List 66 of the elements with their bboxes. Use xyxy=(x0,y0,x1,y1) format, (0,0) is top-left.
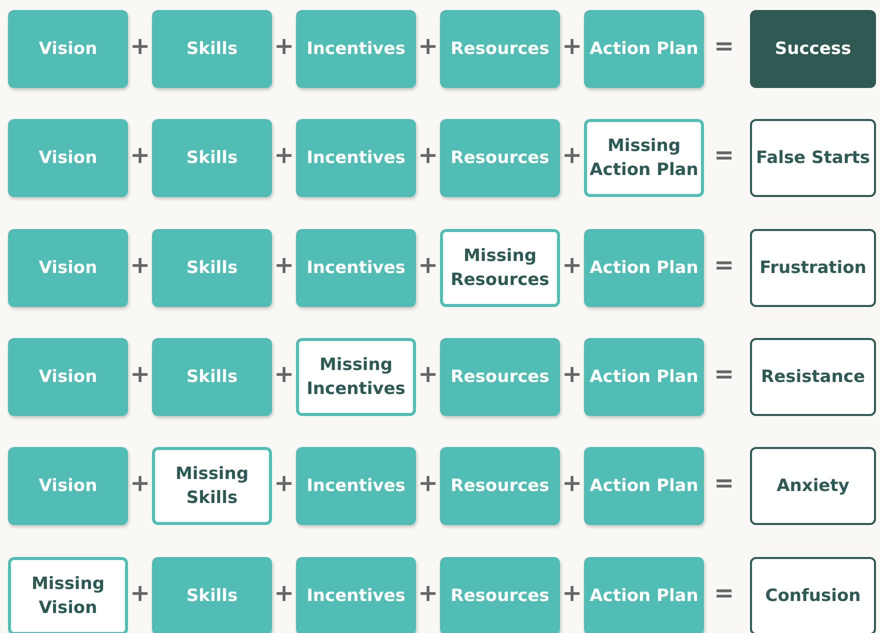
plus-sign: + xyxy=(128,469,152,497)
equals-sign: = xyxy=(712,360,736,388)
plus-sign: + xyxy=(128,32,152,60)
plus-sign: + xyxy=(560,32,584,60)
missing-factor-box: Missing Skills xyxy=(152,447,272,525)
factor-box: Resources xyxy=(440,119,560,197)
plus-sign: + xyxy=(128,579,152,607)
factor-box: Resources xyxy=(440,10,560,88)
factor-box: Vision xyxy=(8,10,128,88)
factor-box: Incentives xyxy=(296,119,416,197)
plus-sign: + xyxy=(560,469,584,497)
factor-box: Skills xyxy=(152,557,272,633)
plus-sign: + xyxy=(272,579,296,607)
plus-sign: + xyxy=(560,251,584,279)
missing-factor-box: Missing Resources xyxy=(440,229,560,307)
factor-box: Vision xyxy=(8,119,128,197)
result-box: Resistance xyxy=(750,338,876,416)
plus-sign: + xyxy=(416,141,440,169)
factor-box: Skills xyxy=(152,338,272,416)
equals-sign: = xyxy=(712,251,736,279)
plus-sign: + xyxy=(416,579,440,607)
factor-box: Skills xyxy=(152,10,272,88)
plus-sign: + xyxy=(560,579,584,607)
plus-sign: + xyxy=(416,32,440,60)
plus-sign: + xyxy=(272,360,296,388)
factor-box: Action Plan xyxy=(584,229,704,307)
factor-box: Action Plan xyxy=(584,557,704,633)
factor-box: Vision xyxy=(8,229,128,307)
result-box: Confusion xyxy=(750,557,876,633)
missing-factor-box: Missing Action Plan xyxy=(584,119,704,197)
missing-factor-box: Missing Vision xyxy=(8,557,128,633)
factor-box: Incentives xyxy=(296,557,416,633)
result-box: Success xyxy=(750,10,876,88)
plus-sign: + xyxy=(560,141,584,169)
factor-box: Action Plan xyxy=(584,10,704,88)
factor-box: Resources xyxy=(440,447,560,525)
equals-sign: = xyxy=(712,141,736,169)
factor-box: Incentives xyxy=(296,229,416,307)
plus-sign: + xyxy=(560,360,584,388)
plus-sign: + xyxy=(272,469,296,497)
missing-factor-box: Missing Incentives xyxy=(296,338,416,416)
factor-box: Incentives xyxy=(296,447,416,525)
plus-sign: + xyxy=(416,360,440,388)
plus-sign: + xyxy=(416,251,440,279)
factor-box: Incentives xyxy=(296,10,416,88)
factor-box: Action Plan xyxy=(584,447,704,525)
factor-box: Resources xyxy=(440,338,560,416)
plus-sign: + xyxy=(416,469,440,497)
equals-sign: = xyxy=(712,32,736,60)
result-box: Anxiety xyxy=(750,447,876,525)
plus-sign: + xyxy=(272,32,296,60)
plus-sign: + xyxy=(128,360,152,388)
result-box: Frustration xyxy=(750,229,876,307)
factor-box: Skills xyxy=(152,119,272,197)
factor-box: Resources xyxy=(440,557,560,633)
plus-sign: + xyxy=(272,251,296,279)
equals-sign: = xyxy=(712,579,736,607)
result-box: False Starts xyxy=(750,119,876,197)
plus-sign: + xyxy=(128,141,152,169)
factor-box: Skills xyxy=(152,229,272,307)
plus-sign: + xyxy=(128,251,152,279)
factor-box: Action Plan xyxy=(584,338,704,416)
factor-box: Vision xyxy=(8,447,128,525)
equals-sign: = xyxy=(712,469,736,497)
plus-sign: + xyxy=(272,141,296,169)
factor-box: Vision xyxy=(8,338,128,416)
